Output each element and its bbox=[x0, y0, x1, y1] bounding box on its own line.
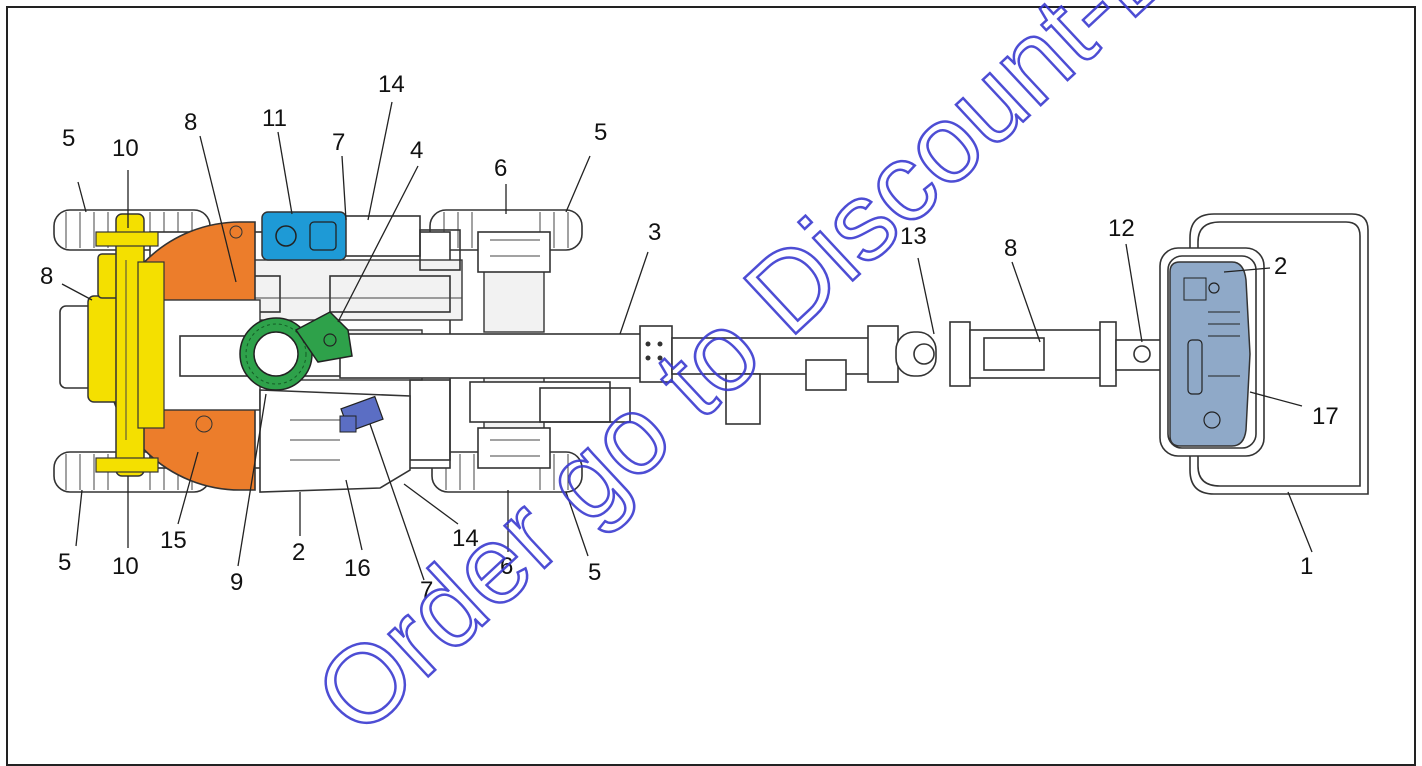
callout-4: 4 bbox=[410, 137, 423, 164]
leader-lines bbox=[61, 101, 1313, 581]
callout-1: 1 bbox=[1300, 553, 1313, 580]
callout-6-top: 6 bbox=[494, 155, 507, 182]
callout-17: 17 bbox=[1312, 403, 1339, 430]
callout-15: 15 bbox=[160, 527, 187, 554]
callout-8-chassis: 8 bbox=[184, 109, 197, 136]
outrigger-assembly bbox=[59, 213, 165, 477]
control-box bbox=[1169, 261, 1251, 447]
jib-cylinder bbox=[895, 321, 1167, 387]
callout-6-bottom: 6 bbox=[500, 553, 513, 580]
callout-5-top-left: 5 bbox=[62, 125, 75, 152]
callout-8-jib: 8 bbox=[1004, 235, 1017, 262]
callout-12: 12 bbox=[1108, 215, 1135, 242]
callout-5-top-right: 5 bbox=[594, 119, 607, 146]
callout-13: 13 bbox=[900, 223, 927, 250]
drive-motor-top bbox=[477, 231, 551, 333]
callout-2-control-box: 2 bbox=[1274, 253, 1287, 280]
callout-16: 16 bbox=[344, 555, 371, 582]
callout-3: 3 bbox=[648, 219, 661, 246]
callout-14-top: 14 bbox=[378, 71, 405, 98]
control-valve bbox=[339, 395, 384, 433]
callout-5-bottom-left: 5 bbox=[58, 549, 71, 576]
hydraulic-tank bbox=[261, 211, 347, 261]
callout-10-top: 10 bbox=[112, 135, 139, 162]
callout-7-top: 7 bbox=[332, 129, 345, 156]
callout-5-bottom-right: 5 bbox=[588, 559, 601, 586]
callout-2-hood: 2 bbox=[292, 539, 305, 566]
callout-labels: 1 2 2 3 4 5 5 5 5 6 6 7 7 8 8 8 9 10 10 … bbox=[40, 71, 1339, 604]
callout-14-bottom: 14 bbox=[452, 525, 479, 552]
callout-11: 11 bbox=[262, 105, 287, 132]
callout-8-outrigger: 8 bbox=[40, 263, 53, 290]
callout-10-bottom: 10 bbox=[112, 553, 139, 580]
callout-9: 9 bbox=[230, 569, 243, 596]
callout-7-bottom: 7 bbox=[420, 577, 433, 604]
slewing-ring bbox=[239, 311, 353, 391]
main-boom bbox=[339, 325, 899, 425]
